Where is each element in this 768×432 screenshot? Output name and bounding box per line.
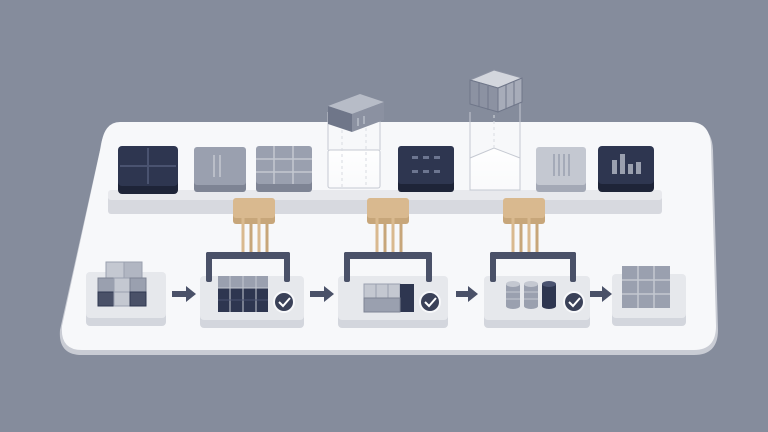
flow-arrow-1 bbox=[172, 286, 196, 302]
flow-arrow-2 bbox=[310, 286, 334, 302]
pipeline-stage-4 bbox=[484, 252, 590, 328]
pipeline-stage-1 bbox=[86, 261, 166, 326]
top-tile-8 bbox=[598, 146, 654, 192]
grid-2x2-icon bbox=[120, 148, 176, 184]
dot-grid-icon bbox=[412, 156, 440, 173]
vertical-lines-icon bbox=[553, 154, 570, 176]
frame-bracket bbox=[344, 252, 432, 282]
flow-arrow-4 bbox=[590, 286, 612, 302]
dark-block-grid-icon bbox=[218, 276, 268, 312]
top-tile-5 bbox=[398, 146, 454, 192]
vertical-lines-icon bbox=[213, 155, 221, 177]
check-badge-icon bbox=[273, 291, 295, 313]
top-tile-2 bbox=[194, 147, 246, 192]
top-tile-3 bbox=[256, 146, 312, 192]
frame-bracket bbox=[206, 252, 290, 282]
bar-chart-icon bbox=[612, 154, 641, 174]
frame-bracket bbox=[490, 252, 576, 282]
flow-arrow-3 bbox=[456, 286, 478, 302]
connector-3 bbox=[503, 198, 545, 252]
pipeline-stage-2 bbox=[200, 252, 304, 328]
pipeline-stage-3 bbox=[338, 252, 448, 328]
database-cylinders-icon bbox=[506, 281, 556, 309]
pipeline-stage-5 bbox=[612, 266, 686, 326]
check-badge-icon bbox=[563, 291, 585, 313]
top-tile-7 bbox=[536, 147, 586, 192]
floating-block-icon bbox=[328, 94, 384, 132]
floating-stack-icon bbox=[468, 69, 524, 113]
check-badge-icon bbox=[419, 291, 441, 313]
mixed-block-row-icon bbox=[363, 283, 414, 313]
top-tile-6 bbox=[468, 69, 524, 191]
top-tile-4 bbox=[327, 94, 384, 189]
grid-3x3-icon bbox=[256, 146, 312, 184]
stacked-cubes-icon bbox=[97, 261, 147, 307]
light-block-grid-icon bbox=[622, 266, 670, 308]
top-tile-1 bbox=[118, 146, 178, 194]
connector-1 bbox=[233, 198, 275, 252]
connector-2 bbox=[367, 198, 409, 252]
